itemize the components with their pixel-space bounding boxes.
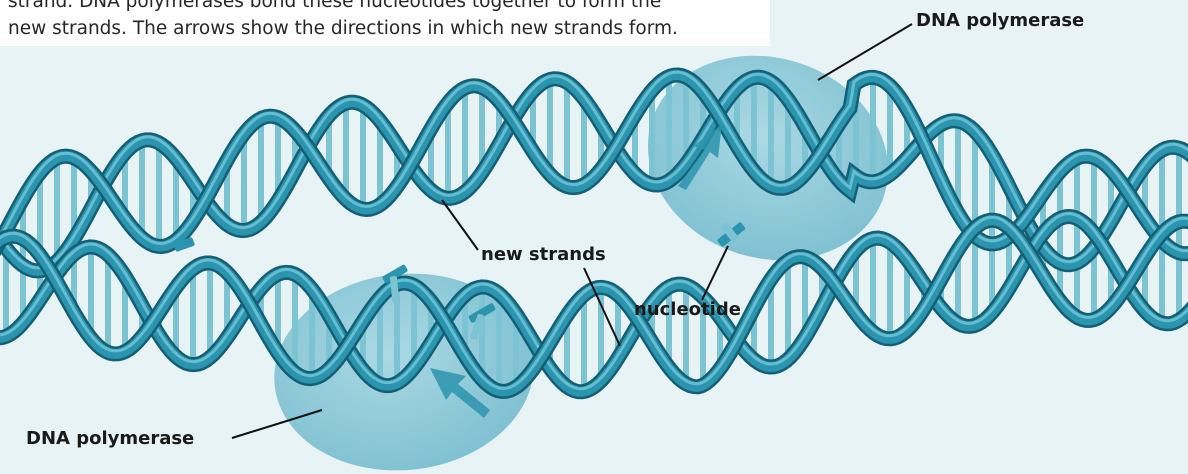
caption-line-1: strand. DNA polymerases bond these nucle… <box>8 0 768 15</box>
dna-polymerase-top-label: DNA polymerase <box>916 10 1084 32</box>
caption-line-2: new strands. The arrows show the directi… <box>8 15 768 42</box>
nucleotide-label: nucleotide <box>634 299 741 321</box>
dna-polymerase-bottom-label: DNA polymerase <box>26 428 194 450</box>
new-strands-label: new strands <box>481 244 606 266</box>
figure-caption: strand. DNA polymerases bond these nucle… <box>8 0 768 42</box>
